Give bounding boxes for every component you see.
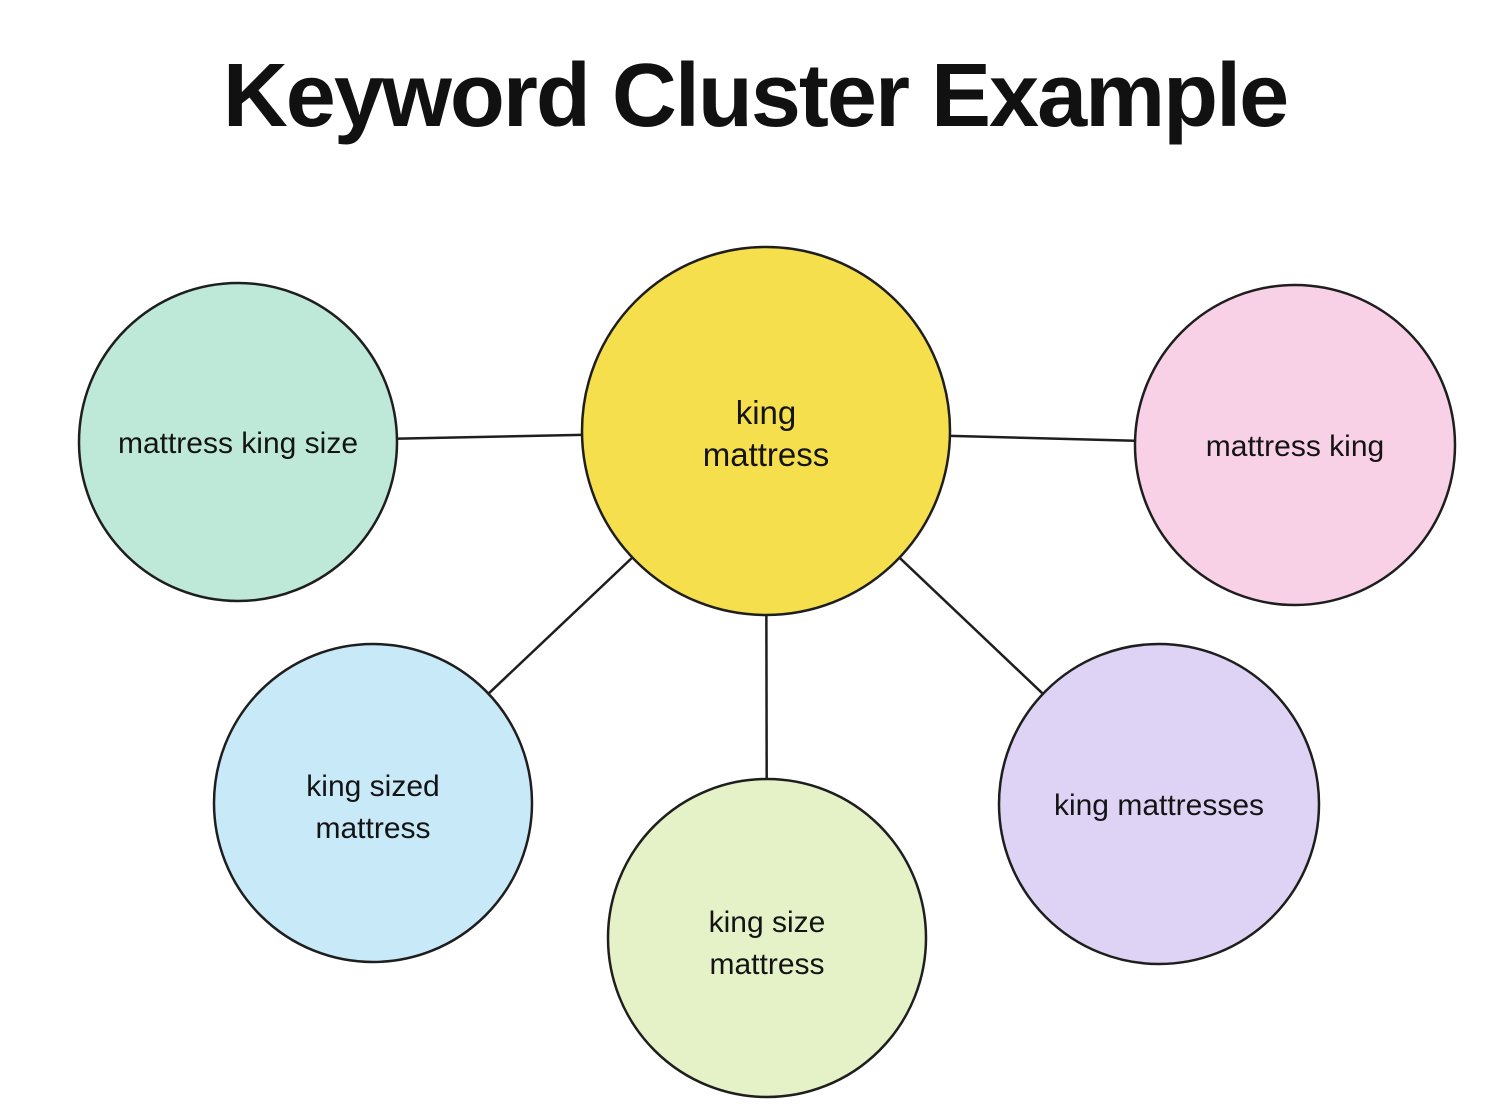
node-mattress-king-size-label: mattress king size bbox=[118, 427, 358, 460]
node-label-line: mattress bbox=[709, 948, 824, 981]
node-king-sized-mattress-label: mattress bbox=[315, 812, 430, 845]
node-label-line: mattress bbox=[703, 436, 830, 473]
node-label-line: king bbox=[736, 394, 797, 431]
node-king-sized-mattress-label: king sized bbox=[306, 770, 439, 803]
node-mattress-king-circle bbox=[1133, 283, 1457, 607]
node-mattress-king: mattress king bbox=[1133, 283, 1457, 607]
node-king-mattresses-circle bbox=[997, 642, 1321, 966]
node-king-size-mattress: king size mattress bbox=[606, 777, 928, 1099]
node-king-mattress-label: king bbox=[736, 394, 797, 431]
node-king-mattress: king mattress bbox=[580, 245, 952, 617]
node-king-sized-mattress: king sized mattress bbox=[212, 642, 534, 964]
node-label-line: mattress bbox=[315, 812, 430, 845]
node-king-mattresses: king mattresses bbox=[997, 642, 1321, 966]
node-king-mattresses-label: king mattresses bbox=[1054, 789, 1264, 822]
node-king-size-mattress-label: king size bbox=[709, 906, 826, 939]
node-king-sized-mattress-circle bbox=[212, 642, 534, 964]
node-label-line: king sized bbox=[306, 770, 439, 803]
node-king-size-mattress-label: mattress bbox=[709, 948, 824, 981]
node-mattress-king-size-circle bbox=[77, 281, 399, 603]
node-mattress-king-label: mattress king bbox=[1206, 430, 1384, 463]
node-king-mattress-circle bbox=[580, 245, 952, 617]
page-title: Keyword Cluster Example bbox=[223, 46, 1287, 146]
node-mattress-king-size: mattress king size bbox=[77, 281, 399, 603]
node-king-size-mattress-circle bbox=[606, 777, 928, 1099]
node-label-line: king size bbox=[709, 906, 826, 939]
node-king-mattress-label: mattress bbox=[703, 436, 830, 473]
